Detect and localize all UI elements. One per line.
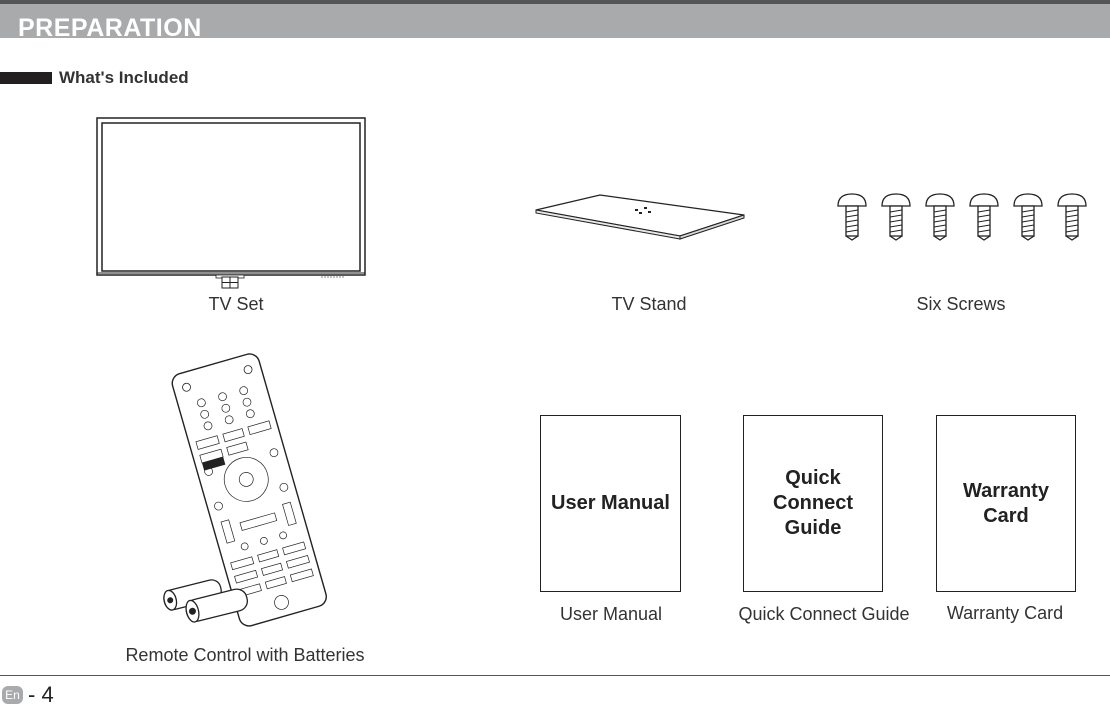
remote-control-illustration (163, 353, 327, 627)
remote-label: Remote Control with Batteries (125, 645, 365, 665)
quick-guide-label: Quick Connect Guide (738, 604, 910, 624)
tv-stand-illustration (535, 194, 745, 240)
screws-label: Six Screws (916, 294, 1006, 314)
tv-set-label: TV Set (208, 294, 264, 314)
screws-illustration (837, 193, 1087, 241)
language-badge: En (2, 686, 23, 704)
tv-stand-label: TV Stand (611, 294, 687, 314)
footer-rule (0, 675, 1110, 676)
user-manual-card-title: User Manual (551, 492, 670, 514)
section-heading: What's Included (59, 68, 189, 87)
tv-set-illustration (96, 117, 366, 289)
warranty-label: Warranty Card (946, 603, 1064, 623)
page-title: PREPARATION (18, 14, 202, 42)
warranty-card-title: Warranty Card (963, 479, 1049, 527)
page-number: - 4 (28, 682, 54, 707)
warranty-card: Warranty Card (936, 415, 1076, 592)
top-rule (0, 0, 1110, 4)
user-manual-card: User Manual (540, 415, 681, 592)
section-marker (0, 72, 52, 84)
section-header-bar: PREPARATION (0, 4, 1110, 42)
user-manual-label: User Manual (559, 604, 663, 624)
quick-guide-card-title: Quick Connect Guide (773, 467, 853, 539)
quick-guide-card: Quick Connect Guide (743, 415, 883, 592)
